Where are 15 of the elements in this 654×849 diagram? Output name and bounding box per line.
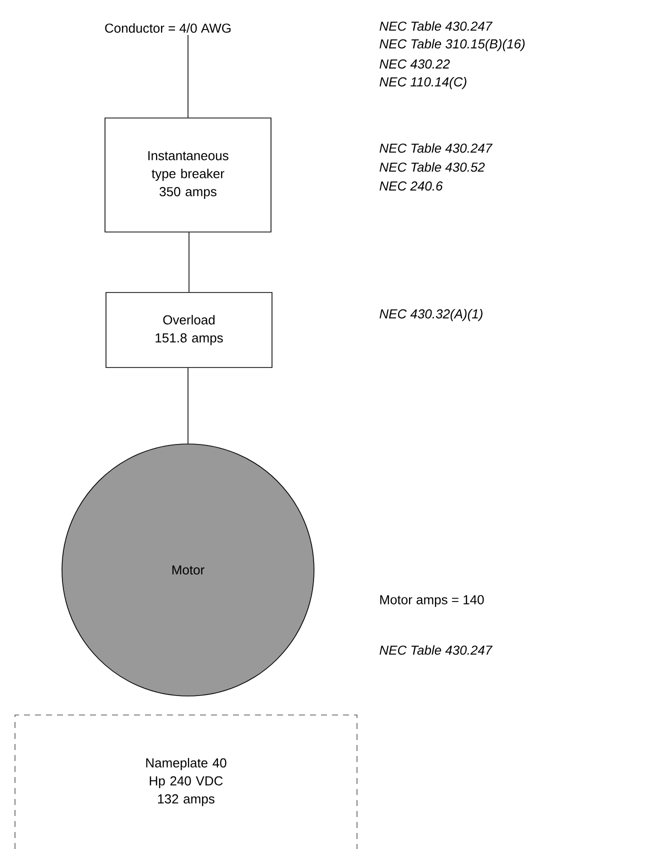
conductor-label: Conductor = 4/0 AWG xyxy=(105,23,231,33)
device-box: Overload 151.8 amps xyxy=(106,292,272,368)
reference-note: NEC Table 430.247 xyxy=(380,143,493,153)
reference-note: NEC Table 430.247 xyxy=(380,645,493,655)
reference-note: NEC 430.32(A)(1) xyxy=(380,308,482,322)
reference-note: Motor amps = 140 xyxy=(380,595,484,607)
reference-note: NEC Table 310.15(B)(16) xyxy=(380,38,525,52)
reference-note: NEC Table 430.52 xyxy=(380,162,485,172)
reference-note: NEC 430.22 xyxy=(380,59,450,69)
connector-line xyxy=(188,232,190,292)
nameplate-box: Nameplate 40 Hp 240 VDC 132 amps xyxy=(14,714,358,849)
reference-note: NEC Table 430.247 xyxy=(380,21,493,31)
reference-note: NEC 240.6 xyxy=(380,181,443,191)
device-box: Instantaneous type breaker 350 amps xyxy=(104,118,272,232)
reference-note: NEC 110.14(C) xyxy=(380,76,466,90)
